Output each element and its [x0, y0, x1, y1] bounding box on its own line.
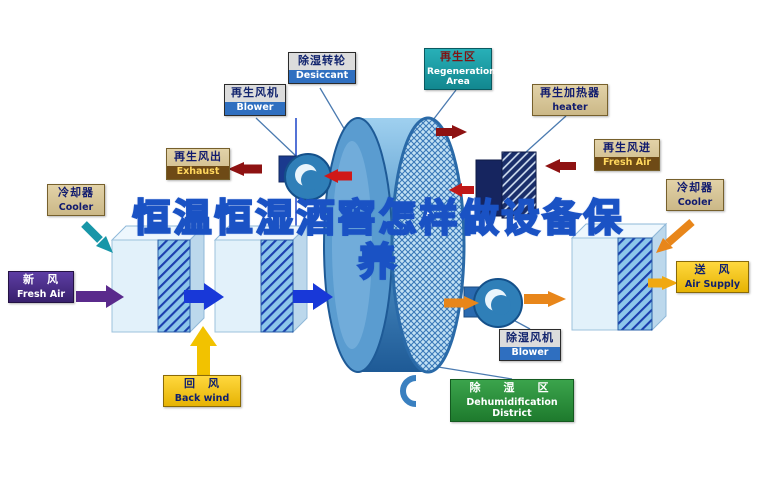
regen-blower-fan — [278, 153, 332, 201]
label-back-wind-zh: 回 风 — [184, 377, 220, 390]
label-dehumid-district: 除 湿 区 Dehumidification District — [450, 379, 574, 422]
label-dehumid-blower-en: Blower — [500, 346, 560, 360]
watermark-line2: 养 — [357, 239, 399, 285]
label-regen-heater-en: heater — [552, 101, 588, 113]
label-back-wind: 回 风 Back wind — [163, 375, 241, 407]
label-regen-blower-zh: 再生风机 — [225, 85, 285, 102]
regeneration-heater-unit — [475, 151, 537, 219]
heatunit-to-rotor-arrow — [449, 183, 474, 197]
label-desiccant: 除湿转轮 Desiccant — [288, 52, 356, 84]
purge-sector — [400, 375, 417, 407]
label-cooler-left: 冷却器 Cooler — [47, 184, 105, 216]
label-exhaust-zh: 再生风出 — [174, 150, 222, 163]
label-air-supply-zh: 送 风 — [694, 263, 731, 276]
supply-air-arrow — [648, 276, 678, 290]
process-air-arrow-1 — [184, 283, 224, 310]
watermark-title: 恒温恒湿酒窖怎样做设备保 养 — [0, 195, 757, 285]
label-fresh-air: 新 风 Fresh Air — [8, 271, 74, 303]
air-handler-left — [110, 224, 206, 334]
label-regeneration-area-zh: 再生区 — [440, 50, 476, 63]
label-regen-blower: 再生风机 Blower — [224, 84, 286, 116]
label-cooler-left-en: Cooler — [58, 201, 94, 213]
return-air-arrow — [190, 326, 217, 376]
label-cooler-right-zh: 冷却器 — [677, 181, 713, 194]
label-cooler-right: 冷却器 Cooler — [666, 179, 724, 211]
label-air-supply: 送 风 Air Supply — [676, 261, 749, 293]
label-dehumid-district-en: Dehumidification District — [466, 396, 558, 419]
label-exhaust: 再生风出 Exhaust — [166, 148, 230, 180]
watermark-line1: 恒温恒湿酒窖怎样做设备保 — [131, 195, 625, 241]
label-cooler-left-zh: 冷却器 — [58, 186, 94, 199]
process-air-arrow-2 — [293, 283, 333, 310]
label-desiccant-en: Desiccant — [289, 69, 355, 83]
label-regen-fresh-air: 再生风进 Fresh Air — [594, 139, 660, 171]
label-fresh-air-zh: 新 风 — [23, 273, 59, 286]
air-handler-middle — [213, 224, 309, 334]
label-desiccant-zh: 除湿转轮 — [289, 53, 355, 70]
label-regen-heater-zh: 再生加热器 — [540, 86, 600, 99]
label-air-supply-en: Air Supply — [684, 278, 741, 290]
exhaust-arrow — [228, 162, 262, 176]
label-regeneration-area-en: Regeneration Area — [427, 66, 496, 88]
label-cooler-right-en: Cooler — [677, 196, 713, 208]
label-dehumid-blower-zh: 除湿风机 — [500, 330, 560, 347]
label-exhaust-en: Exhaust — [167, 165, 229, 179]
label-regen-fresh-air-zh: 再生风进 — [603, 141, 651, 154]
regen-top-arrow — [436, 125, 467, 139]
label-fresh-air-en: Fresh Air — [16, 288, 66, 300]
label-regen-blower-en: Blower — [225, 101, 285, 115]
label-regeneration-area: 再生区 Regeneration Area — [424, 48, 496, 90]
fan-to-unit-arrow — [524, 291, 566, 307]
desiccant-rotor — [323, 116, 466, 407]
cooler-right-arrow — [656, 218, 695, 253]
rotor-to-fan-arrow — [444, 296, 479, 310]
fresh-air-arrow — [76, 285, 124, 308]
label-regen-fresh-air-en: Fresh Air — [595, 156, 659, 170]
air-handler-right — [570, 222, 668, 332]
rotor-to-blower-arrow — [324, 169, 352, 183]
label-regen-heater: 再生加热器 heater — [532, 84, 608, 116]
label-back-wind-en: Back wind — [174, 392, 230, 404]
cooler-left-arrow — [81, 221, 113, 253]
heater-to-unit-arrow — [545, 159, 576, 173]
label-dehumid-district-zh: 除 湿 区 — [469, 381, 555, 394]
label-dehumid-blower: 除湿风机 Blower — [499, 329, 561, 361]
